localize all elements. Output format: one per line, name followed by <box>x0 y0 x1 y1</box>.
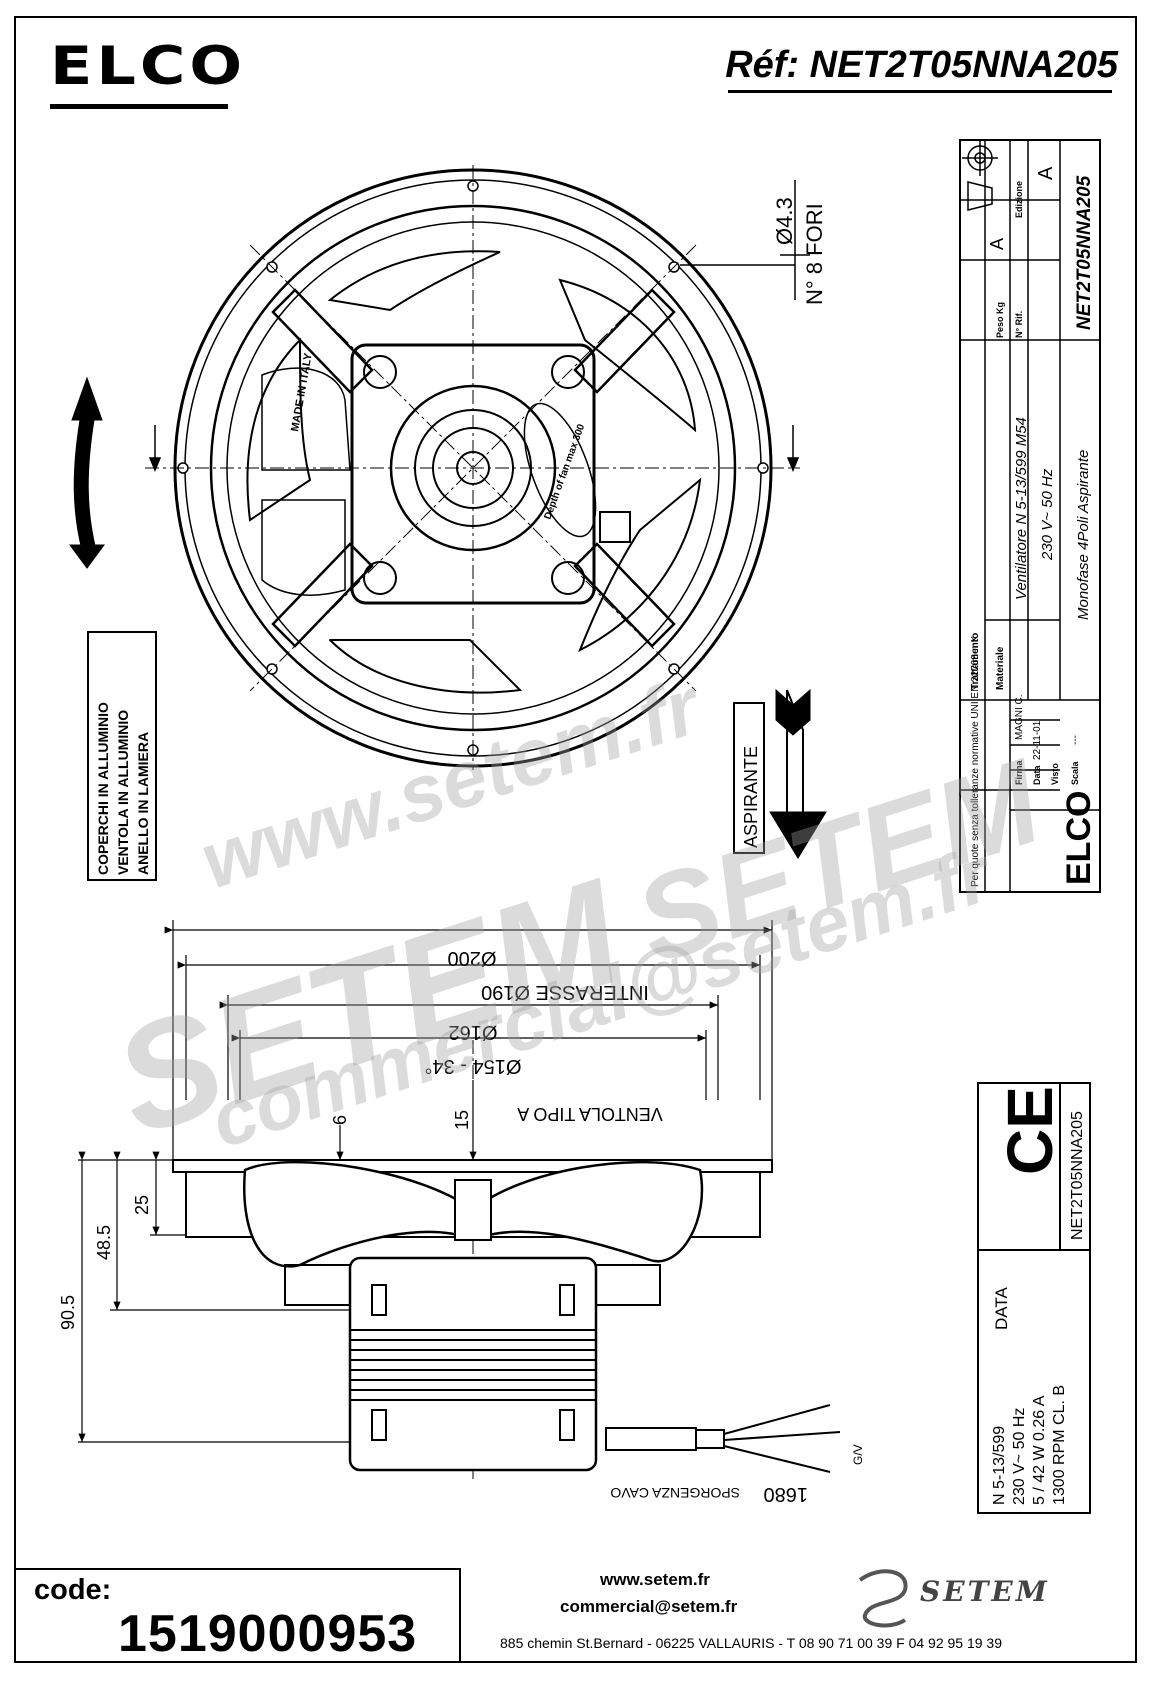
data-value: 22-11-01 <box>1032 720 1043 760</box>
edizione-value: A <box>1035 166 1057 180</box>
flow-label-box <box>733 702 765 854</box>
data-label: Data <box>1032 764 1042 785</box>
hole-diameter-label: Ø4.3 <box>772 197 797 245</box>
mount-screw <box>363 561 397 595</box>
side-view-body <box>172 1159 841 1473</box>
firma-value: MAGNI C. <box>1014 694 1025 740</box>
materiale-label: Materiale <box>995 646 1006 690</box>
dim-interasse: INTERASSE Ø190 <box>481 981 649 1003</box>
elco-logo: ELCO <box>50 34 247 97</box>
description-line: Monofase 4Poli Aspirante <box>1075 450 1092 620</box>
material-note-line: COPERCHI IN ALLUMINIO <box>95 702 111 875</box>
description-line: Ventilatore N 5-13/599 M54 <box>1013 417 1030 600</box>
data-label: DATA <box>992 1287 1011 1330</box>
material-note-box <box>87 631 157 881</box>
mount-screw <box>363 355 397 389</box>
mount-screw <box>551 355 585 389</box>
centre-lines <box>145 165 800 770</box>
setem-brand: SETEM <box>920 1575 1050 1608</box>
code-label: code: <box>34 1574 112 1606</box>
support-arm <box>573 542 676 648</box>
screw <box>371 1409 387 1441</box>
ce-mark: CE <box>994 1086 1066 1175</box>
cable-wire <box>723 1404 831 1435</box>
spec-line: 230 V~ 50 Hz <box>1011 1408 1028 1505</box>
spec-line: N 5-13/599 <box>991 1426 1008 1505</box>
hole-count-label: N° 8 FORI <box>802 203 827 305</box>
ring-inner-edge <box>209 204 737 732</box>
code-value: 1519000953 <box>118 1605 418 1663</box>
flow-label: ASPIRANTE <box>741 746 761 848</box>
screw <box>559 1284 575 1316</box>
drawing-number: NET2T05NNA205 <box>1074 175 1095 330</box>
fan-blade <box>578 477 702 653</box>
support-arm <box>271 542 374 648</box>
spec-line: 1300 RPM CL. B <box>1051 1385 1068 1505</box>
material-note-line: VENTOLA IN ALLUMINIO <box>115 710 131 875</box>
visto-label: Visto <box>1050 763 1060 785</box>
dim-outer: Ø200 <box>448 947 497 969</box>
dim-162: Ø162 <box>449 1021 498 1043</box>
sticker-text: MADE IN ITALY <box>289 352 315 433</box>
fan-blade <box>327 638 523 694</box>
dim-48: 48.5 <box>94 1225 114 1260</box>
fan-blade <box>327 250 501 312</box>
revision-value: A <box>987 238 1007 250</box>
fan-blade <box>558 278 697 433</box>
reference-underline <box>728 90 1112 93</box>
website-link[interactable]: www.setem.fr <box>600 1570 710 1589</box>
fan-type-label: VENTOLA TIPO A <box>517 1104 662 1124</box>
motor-housing <box>348 1256 598 1472</box>
scala-label: Scala <box>1070 760 1080 785</box>
scala-value: --- <box>1070 735 1081 745</box>
data-block <box>977 1082 1091 1514</box>
ground-label: G/V <box>851 1444 865 1465</box>
label-sticker <box>261 367 351 471</box>
mount-screw <box>551 561 585 595</box>
cable-length: 1680 <box>764 1483 809 1505</box>
reference-title: Réf: NET2T05NNA205 <box>725 44 1118 86</box>
hole-leader <box>680 180 810 300</box>
cable-sleeve <box>695 1429 725 1449</box>
rif-label: N° Rif. <box>1014 311 1024 338</box>
cable-label: SPORGENZA CAVO <box>610 1485 740 1501</box>
cable-gland <box>599 511 631 543</box>
logo-underline <box>50 104 228 109</box>
description-line: 230 V~ 50 Hz <box>1039 468 1056 561</box>
peso-label: Peso Kg <box>995 302 1005 338</box>
support-arm <box>271 288 374 394</box>
material-note-line: ANELLO IN LAMIERA <box>135 732 151 875</box>
spec-line: 5 / 42 W 0.26 A <box>1031 1395 1048 1505</box>
title-block-logo: ELCO <box>1060 791 1098 885</box>
dim-6: 6 <box>330 1115 350 1125</box>
rotation-arrow-icon <box>69 376 105 569</box>
setem-logo-icon <box>858 1569 908 1628</box>
tolerance-note: Per quote senza tolleranze normative UNI… <box>970 635 981 887</box>
shaft-hub <box>454 1179 492 1241</box>
dim-90: 90.5 <box>58 1295 78 1330</box>
company-address: 885 chemin St.Bernard - 06225 VALLAURIS … <box>500 1635 1002 1651</box>
screw <box>371 1284 387 1316</box>
dim-25: 25 <box>132 1195 152 1215</box>
code-box: code: 1519000953 <box>14 1568 461 1663</box>
flow-arrow-icon <box>769 688 827 859</box>
firma-label: Firma <box>1014 759 1024 785</box>
cable <box>605 1427 697 1451</box>
drawing-frame <box>14 16 1137 1663</box>
model-code: NET2T05NNA205 <box>1069 1111 1086 1240</box>
section-markers <box>148 425 800 472</box>
edizione-label: Edizione <box>1014 181 1024 218</box>
dim-15: 15 <box>452 1110 472 1130</box>
support-arm <box>573 288 676 394</box>
screw <box>559 1409 575 1441</box>
trattamento-label: Trattamento <box>970 633 981 690</box>
dim-154: Ø154 - 34° <box>425 1055 522 1077</box>
motor-label <box>523 402 597 538</box>
email-link[interactable]: commercial@setem.fr <box>560 1597 738 1616</box>
target-symbol-icon <box>962 140 998 211</box>
label-sticker <box>261 499 346 596</box>
title-block <box>959 139 1101 893</box>
